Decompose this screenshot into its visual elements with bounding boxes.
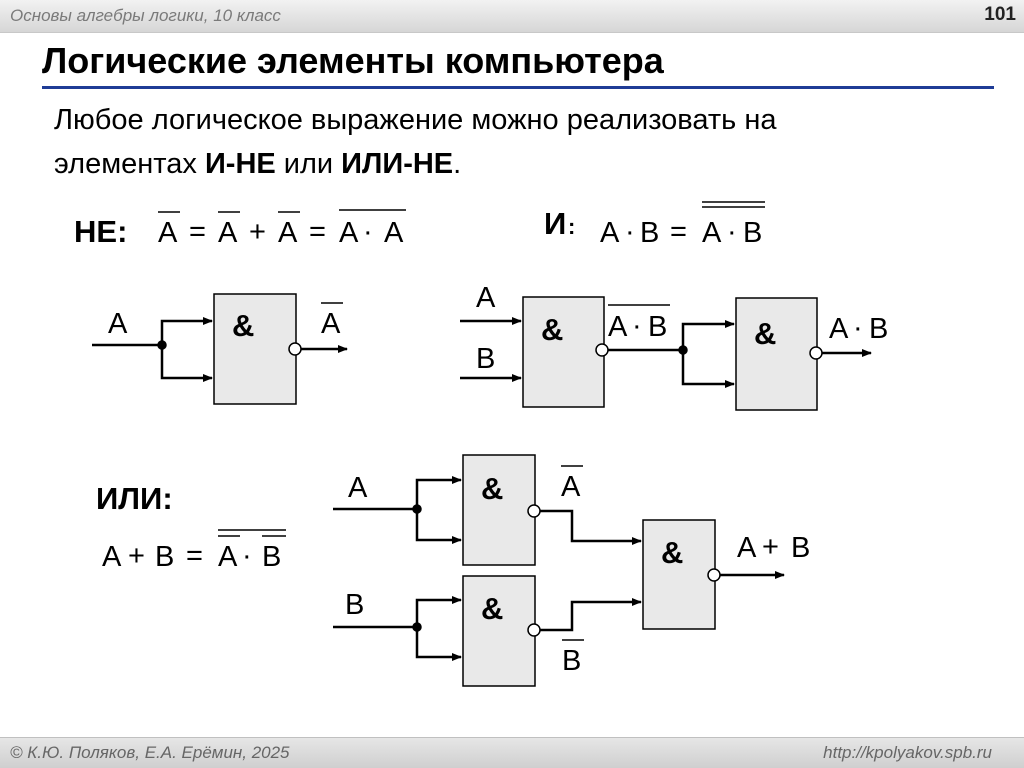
not-section: НЕ: A = A + A = A · A & A xyxy=(74,209,406,405)
or-formula-eq: = xyxy=(186,540,203,572)
gate-symbol: & xyxy=(541,312,563,347)
and-formula-dot1: · xyxy=(625,216,635,248)
or-gate-b: & xyxy=(462,575,541,687)
not-output-label: A xyxy=(321,308,341,340)
footer-url[interactable]: http://kpolyakov.spb.ru xyxy=(823,743,992,762)
nand-gate-box xyxy=(462,454,536,566)
not-formula-eq2: = xyxy=(309,216,326,248)
or-not-a-label: A xyxy=(561,471,581,503)
and-mid-dot: · xyxy=(632,310,642,342)
or-wires xyxy=(333,476,785,661)
gate-symbol: & xyxy=(481,471,503,506)
not-wires xyxy=(92,317,348,382)
inversion-bubble xyxy=(288,342,302,356)
not-gate: & xyxy=(213,293,302,405)
intro-line-2-prefix: элементах xyxy=(54,148,205,180)
or-input-b-label: B xyxy=(345,589,364,621)
not-formula-a3: A xyxy=(278,217,298,249)
or-formula-plus: + xyxy=(128,540,145,572)
inversion-bubble xyxy=(527,504,541,518)
or-formula-b1: B xyxy=(155,541,174,573)
and-label: И xyxy=(544,206,566,241)
not-formula-a2: A xyxy=(218,217,238,249)
or-gate-a: & xyxy=(462,454,541,566)
not-formula-eq1: = xyxy=(189,216,206,248)
or-label: ИЛИ: xyxy=(96,481,173,516)
and-formula-a2: A xyxy=(702,217,722,249)
or-formula-a2: A xyxy=(218,541,238,573)
not-formula: A = A + A = A · A xyxy=(158,209,406,249)
slide-title: Логические элементы компьютера xyxy=(42,40,664,81)
or-out-a: A xyxy=(737,532,757,564)
not-formula-dot: · xyxy=(363,216,373,248)
or-not-term: ИЛИ-НЕ xyxy=(341,148,454,180)
inversion-bubble xyxy=(809,346,823,360)
footer-bar: © К.Ю. Поляков, Е.А. Ерёмин, 2025 http:/… xyxy=(0,737,1024,768)
or-not-b-label: B xyxy=(562,645,581,677)
and-gate-1: & xyxy=(522,296,609,408)
and-gate-2: & xyxy=(735,297,823,411)
gate-symbol: & xyxy=(661,535,683,570)
not-formula-a5: A xyxy=(384,217,404,249)
and-out-dot: · xyxy=(853,312,863,344)
intro-line-2-end: . xyxy=(453,148,462,180)
header-bar: Основы алгебры логики, 10 класс 101 xyxy=(0,0,1024,33)
slide-number: 101 xyxy=(984,4,1016,25)
not-label: НЕ: xyxy=(74,214,127,249)
or-out-b: B xyxy=(791,532,810,564)
and-wires xyxy=(460,317,872,388)
and-input-a-label: A xyxy=(476,282,496,314)
and-mid-a: A xyxy=(608,311,628,343)
and-formula-eq: = xyxy=(670,216,687,248)
inversion-bubble xyxy=(527,623,541,637)
not-input-label: A xyxy=(108,308,128,340)
and-formula: A · B = A · B xyxy=(600,201,765,249)
or-formula: A + B = A · B xyxy=(102,529,286,573)
gate-symbol: & xyxy=(481,591,503,626)
footer-authors: © К.Ю. Поляков, Е.А. Ерёмин, 2025 xyxy=(10,743,290,762)
or-gate-out: & xyxy=(642,519,721,630)
intro-text: Любое логическое выражение можно реализо… xyxy=(54,98,954,186)
not-formula-a1: A xyxy=(158,217,178,249)
or-formula-a1: A xyxy=(102,541,122,573)
and-not-term: И-НЕ xyxy=(204,148,276,180)
and-formula-dot2: · xyxy=(727,216,737,248)
and-out-a: A xyxy=(829,313,849,345)
not-formula-plus: + xyxy=(249,216,266,248)
nand-gate-box xyxy=(522,296,605,408)
and-mid-b: B xyxy=(648,311,667,343)
or-formula-dot: · xyxy=(242,540,252,572)
or-input-a-label: A xyxy=(348,472,368,504)
or-out-plus: + xyxy=(762,531,779,563)
and-output-label: A · B xyxy=(829,312,888,345)
and-colon: : xyxy=(568,214,575,239)
and-formula-b1: B xyxy=(640,217,659,249)
course-name: Основы алгебры логики, 10 класс xyxy=(10,6,281,25)
title-divider xyxy=(42,86,994,89)
gate-symbol: & xyxy=(754,316,776,351)
nand-gate-box xyxy=(642,519,716,630)
or-output-label: A + B xyxy=(737,531,810,564)
or-section: ИЛИ: A + B = A · B & & & xyxy=(96,454,810,687)
nand-gate-box xyxy=(735,297,818,411)
inversion-bubble xyxy=(707,568,721,582)
and-section: И : A · B = A · B & & xyxy=(460,201,888,411)
inversion-bubble xyxy=(595,343,609,357)
and-input-b-label: B xyxy=(476,343,495,375)
and-formula-a1: A xyxy=(600,217,620,249)
gate-symbol: & xyxy=(232,308,254,343)
or-formula-b2: B xyxy=(262,541,281,573)
not-formula-a4: A xyxy=(339,217,359,249)
and-mid-label: A · B xyxy=(608,304,670,343)
intro-line-2-mid: или xyxy=(275,148,342,180)
and-formula-b2: B xyxy=(743,217,762,249)
and-out-b: B xyxy=(869,313,888,345)
nand-gate-box xyxy=(213,293,297,405)
intro-line-1: Любое логическое выражение можно реализо… xyxy=(54,104,777,136)
